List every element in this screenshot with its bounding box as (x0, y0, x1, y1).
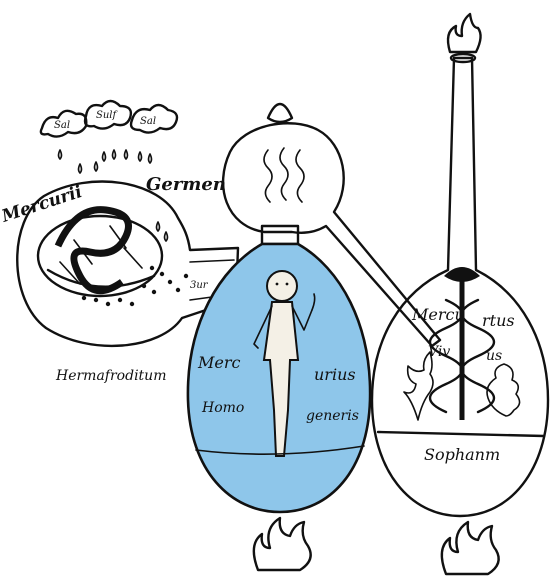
label-spout: 3ur (190, 280, 209, 291)
right-flask-ground (378, 432, 544, 436)
plant-right (487, 364, 520, 416)
flask-neck (262, 226, 298, 244)
right-flame (442, 522, 499, 574)
label-viv: Viv (428, 344, 450, 360)
middle-flame (254, 518, 311, 570)
cloud-middle: Sulf (85, 101, 131, 129)
cloud-right: Sal (131, 105, 177, 133)
alembic-knob (268, 104, 292, 122)
cloud-right-label: Sal (140, 116, 156, 127)
right-flask: Mercu rtus Viv us Sophanm (372, 14, 548, 574)
label-generis: generis (306, 408, 359, 424)
label-merc: Merc (197, 353, 241, 372)
top-flame (448, 14, 481, 52)
vapour (264, 148, 304, 202)
label-sophanm: Sophanm (424, 445, 500, 464)
cloud-left-label: Sal (54, 120, 70, 131)
label-germen: Germen (146, 174, 226, 195)
label-us: us (486, 348, 502, 364)
label-mercu: Mercu (411, 305, 465, 324)
cloud-middle-label: Sulf (96, 110, 118, 121)
label-hermafroditum: Hermafroditum (55, 368, 166, 384)
label-homo: Homo (201, 400, 244, 416)
plant-left (404, 352, 433, 420)
label-rtus: rtus (482, 311, 515, 330)
cloud-left: Sal (41, 111, 86, 137)
label-urius: urius (314, 365, 356, 384)
hermafrodite-disk (38, 210, 162, 296)
